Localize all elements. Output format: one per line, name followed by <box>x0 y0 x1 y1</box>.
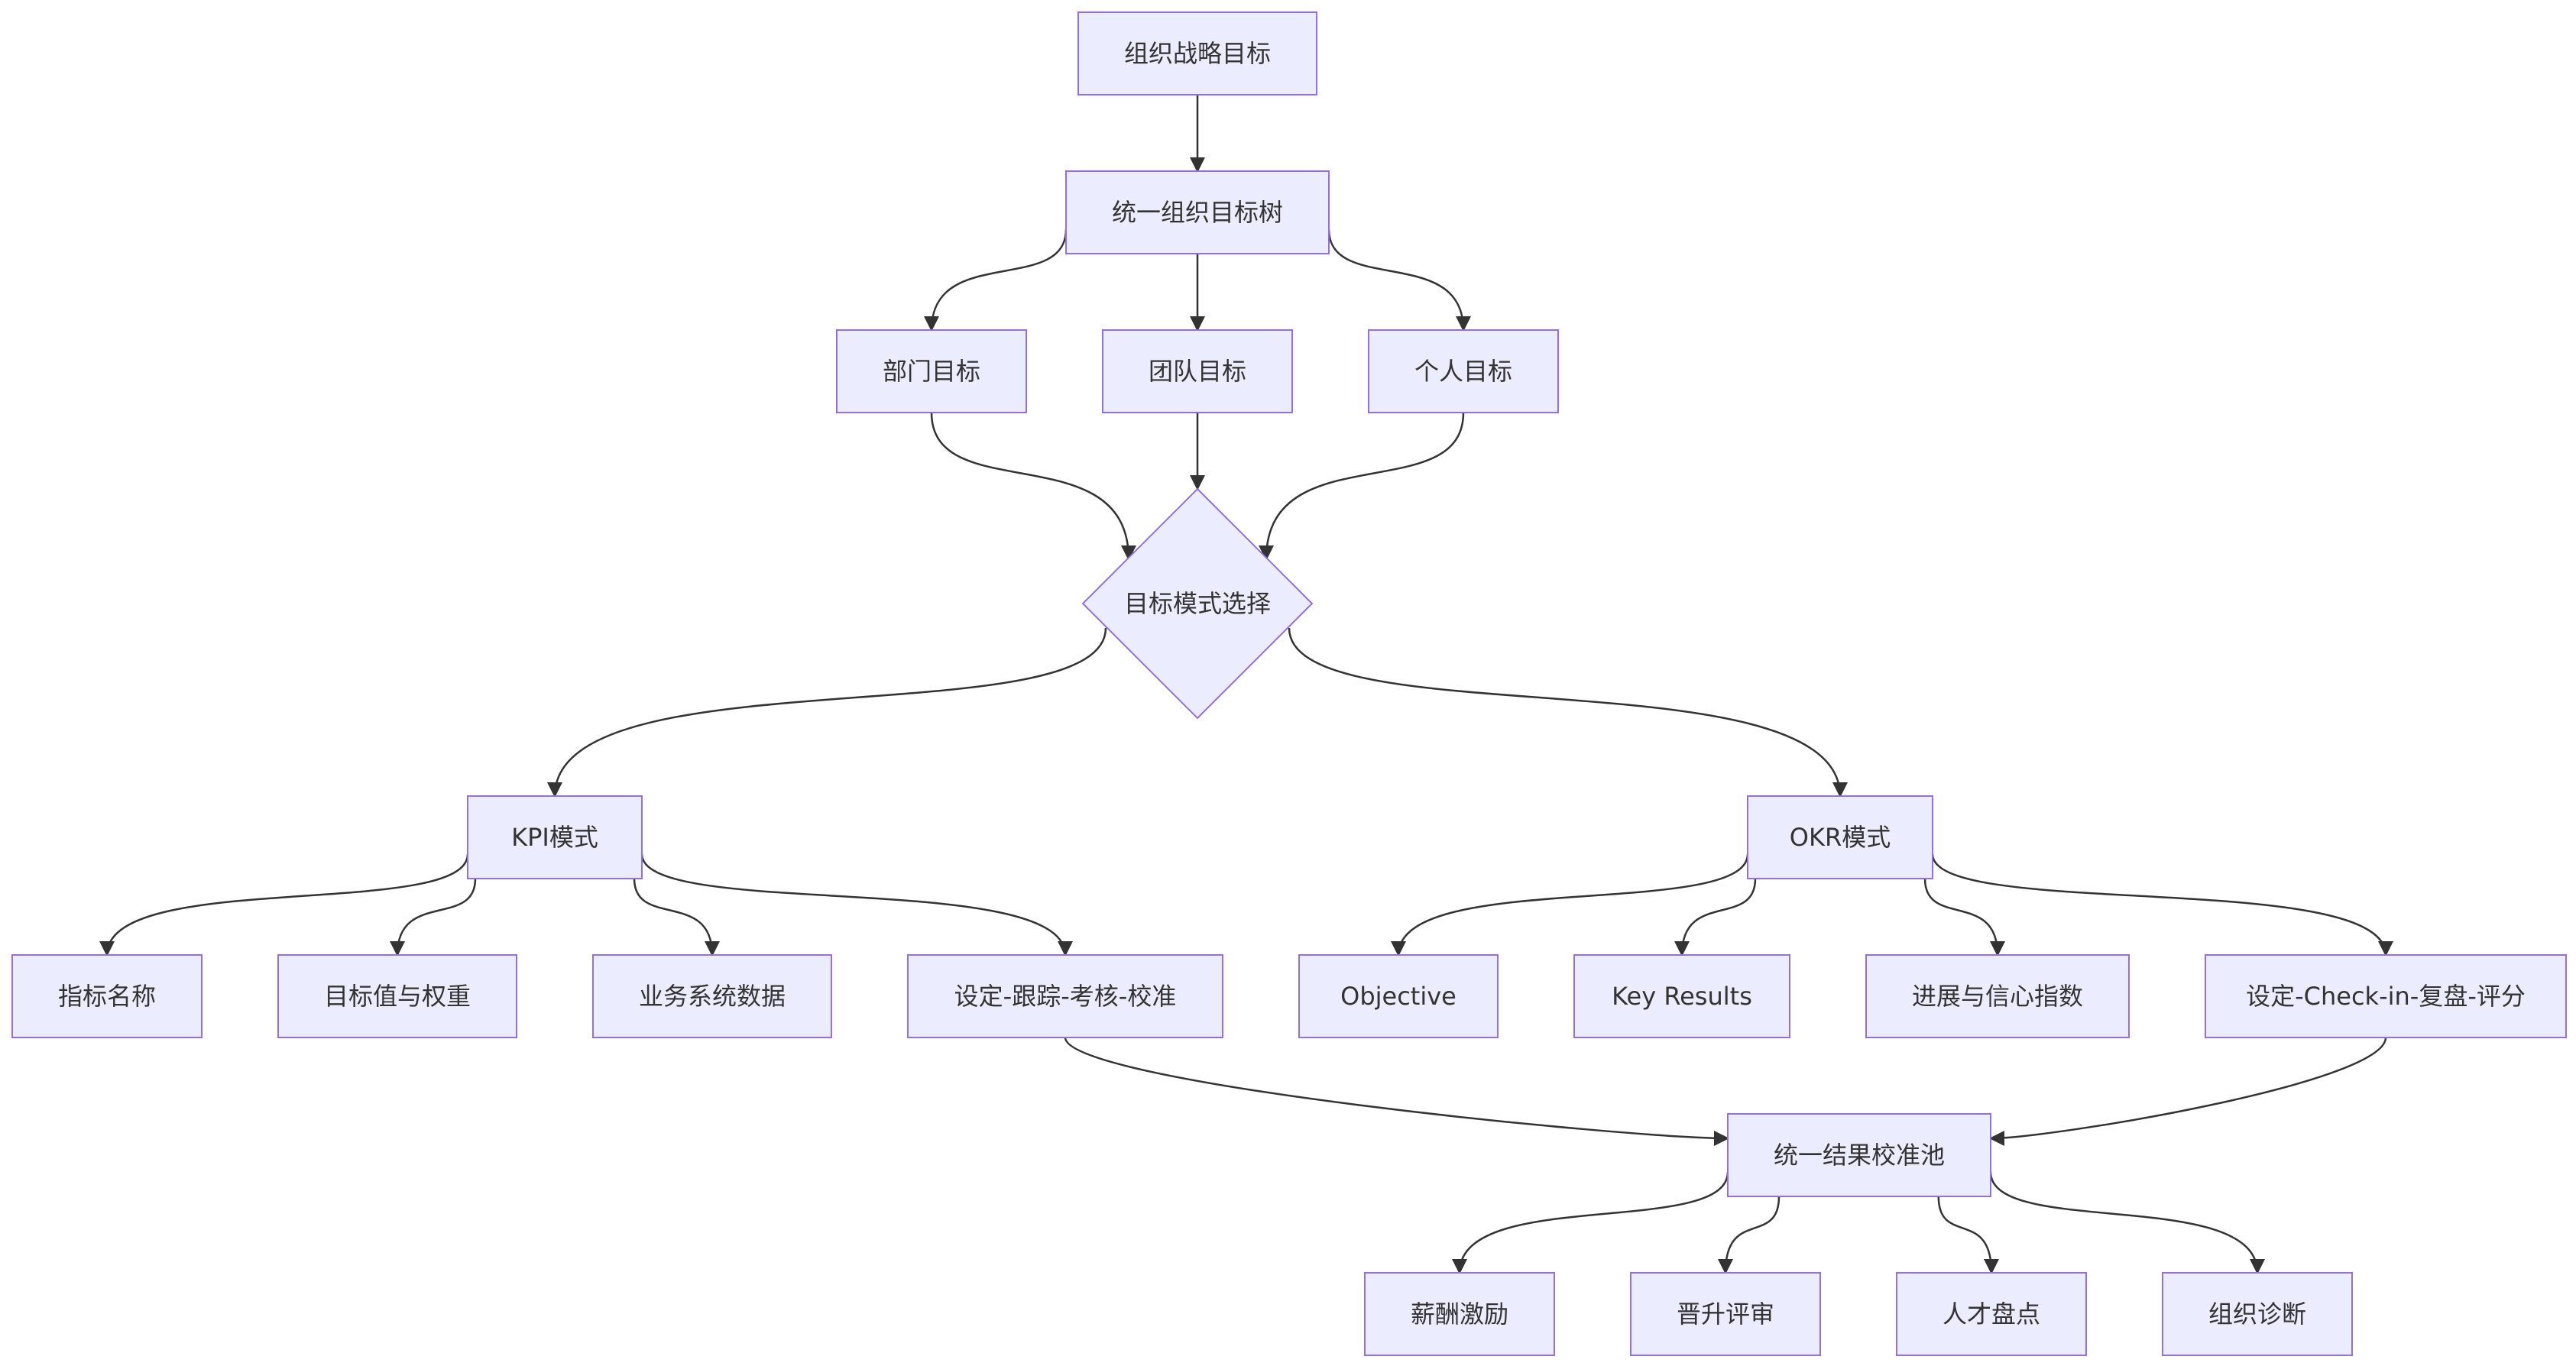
node-okr_flow: 设定-Check-in-复盘-评分 <box>2205 954 2567 1038</box>
edge-kpi-to-kpi_target <box>390 878 477 957</box>
edge-okr-to-okr_kr <box>1674 878 1757 957</box>
node-label: 组织战略目标 <box>1124 39 1271 68</box>
node-kpi_name: 指标名称 <box>11 954 203 1038</box>
edge-pool-to-diagnosis <box>1989 1171 2265 1274</box>
node-box <box>1630 1272 1821 1356</box>
edge-pool-to-talent <box>1937 1196 1999 1274</box>
node-okr_obj: Objective <box>1298 954 1499 1038</box>
node-kpi_flow: 设定-跟踪-考核-校准 <box>907 954 1223 1038</box>
node-box <box>1102 329 1293 413</box>
node-box <box>277 954 517 1038</box>
edge-kpi-to-kpi_data <box>633 878 720 957</box>
node-okr_kr: Key Results <box>1573 954 1790 1038</box>
node-tree: 统一组织目标树 <box>1065 170 1330 254</box>
node-kpi_data: 业务系统数据 <box>592 954 832 1038</box>
edge-mode-to-okr <box>1288 627 1848 798</box>
node-box <box>836 329 1027 413</box>
node-label: 组织诊断 <box>2208 1300 2306 1329</box>
edge-pool-to-promotion <box>1718 1196 1781 1274</box>
edge-okr-to-okr_progress <box>1923 878 2005 957</box>
edge-tree-to-personal <box>1327 228 1471 332</box>
edge-mode-to-kpi <box>547 627 1107 798</box>
node-box <box>1077 11 1317 95</box>
node-label: 部门目标 <box>883 357 980 386</box>
node-label: 设定-跟踪-考核-校准 <box>954 982 1177 1011</box>
edge-kpi_flow-to-pool <box>1064 1037 1729 1146</box>
node-box <box>1747 795 1933 879</box>
node-pool: 统一结果校准池 <box>1727 1113 1991 1197</box>
node-label: 设定-Check-in-复盘-评分 <box>2246 982 2526 1011</box>
node-label: 业务系统数据 <box>639 982 786 1011</box>
node-box <box>592 954 832 1038</box>
node-label: 目标值与权重 <box>324 982 471 1011</box>
node-label: KPI模式 <box>511 823 598 852</box>
node-box <box>1364 1272 1555 1356</box>
node-label: 进展与信心指数 <box>1912 982 2083 1011</box>
node-diagnosis: 组织诊断 <box>2162 1272 2353 1356</box>
node-box <box>1727 1113 1991 1197</box>
node-box <box>11 954 203 1038</box>
node-okr: OKR模式 <box>1747 795 1933 879</box>
node-strategy: 组织战略目标 <box>1077 11 1317 95</box>
edge-dept-to-mode <box>930 412 1136 561</box>
edge-kpi-to-kpi_flow <box>640 853 1073 957</box>
node-label: 统一结果校准池 <box>1774 1141 1945 1170</box>
node-box <box>1065 170 1330 254</box>
edge-tree-to-dept <box>924 228 1068 332</box>
node-personal: 个人目标 <box>1368 329 1559 413</box>
node-label: Objective <box>1340 982 1456 1011</box>
node-label: 指标名称 <box>58 982 156 1011</box>
node-kpi_target: 目标值与权重 <box>277 954 517 1038</box>
decision-diamond <box>1081 487 1314 720</box>
node-mode: 目标模式选择 <box>1081 487 1314 720</box>
node-label: 个人目标 <box>1414 357 1512 386</box>
node-team: 团队目标 <box>1102 329 1293 413</box>
node-talent: 人才盘点 <box>1896 1272 2087 1356</box>
node-box <box>2205 954 2567 1038</box>
edge-pool-to-salary <box>1452 1171 1729 1274</box>
node-box <box>1368 329 1559 413</box>
node-label: OKR模式 <box>1790 823 1891 852</box>
node-label: 薪酬激励 <box>1411 1300 1508 1329</box>
node-label: 统一组织目标树 <box>1112 198 1283 227</box>
node-label: 晋升评审 <box>1677 1300 1774 1329</box>
node-box <box>2162 1272 2353 1356</box>
edge-personal-to-mode <box>1259 412 1465 561</box>
node-kpi: KPI模式 <box>467 795 643 879</box>
node-box <box>907 954 1223 1038</box>
edge-okr-to-okr_obj <box>1391 853 1749 957</box>
node-dept: 部门目标 <box>836 329 1027 413</box>
node-box <box>1298 954 1499 1038</box>
node-label: 人才盘点 <box>1943 1300 2040 1329</box>
node-label: 团队目标 <box>1149 357 1246 386</box>
node-promotion: 晋升评审 <box>1630 1272 1821 1356</box>
node-box <box>1896 1272 2087 1356</box>
edge-okr_flow-to-pool <box>1989 1037 2387 1146</box>
edge-okr-to-okr_flow <box>1931 853 2393 957</box>
node-salary: 薪酬激励 <box>1364 1272 1555 1356</box>
node-label: 目标模式选择 <box>1124 589 1271 618</box>
node-label: Key Results <box>1612 982 1752 1011</box>
node-box <box>467 795 643 879</box>
edges-layer <box>99 95 2393 1274</box>
node-okr_progress: 进展与信心指数 <box>1865 954 2130 1038</box>
edge-kpi-to-kpi_name <box>99 853 469 957</box>
node-box <box>1865 954 2130 1038</box>
node-box <box>1573 954 1790 1038</box>
